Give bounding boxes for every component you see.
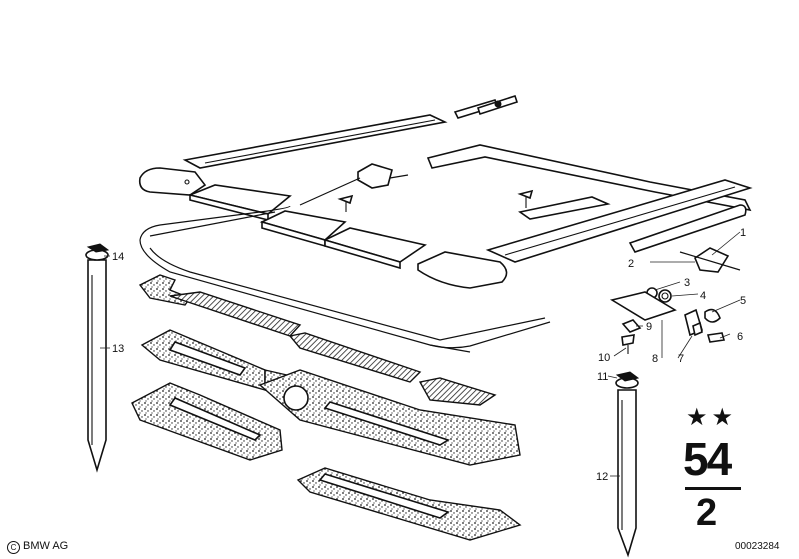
drive-cable-loop	[139, 205, 551, 353]
screw-right	[517, 189, 534, 208]
clip-7	[684, 308, 703, 337]
spring-5	[704, 308, 721, 323]
bracket-8	[609, 291, 677, 321]
lower-seal-frame-bottom	[296, 467, 522, 541]
front-slide-shoe	[138, 167, 207, 196]
callout-8: 8	[652, 353, 658, 365]
copyright-text: BMW AG	[23, 540, 69, 552]
hose-clamp-right	[615, 371, 640, 389]
seal-strip-long	[169, 291, 497, 406]
callout-14: 14	[112, 251, 124, 263]
callout-1: 1	[740, 227, 746, 239]
rear-guide-rail	[182, 114, 448, 169]
crank-drive-unit	[679, 247, 741, 273]
hose-clamp-left	[85, 243, 110, 261]
copyright-symbol: C	[7, 541, 20, 554]
callout-4: 4	[700, 290, 706, 302]
slide-block-3	[322, 227, 427, 270]
callout-2: 2	[628, 258, 634, 270]
drain-tube-right	[617, 389, 637, 558]
nut-9	[621, 319, 642, 333]
side-guide-rail-right	[485, 179, 753, 263]
callout-6: 6	[737, 331, 743, 343]
callout-9: 9	[646, 321, 652, 333]
lower-seal-frame-left-2	[131, 382, 283, 461]
drain-tube-left	[87, 259, 107, 473]
leader-lines	[100, 231, 741, 477]
ring-4	[658, 289, 672, 303]
rating-stars: ★★	[686, 404, 738, 431]
pin-6	[706, 332, 726, 343]
callout-13: 13	[112, 343, 124, 355]
callout-11: 11	[597, 371, 608, 383]
lower-seal-frame-middle	[258, 369, 521, 466]
callout-3: 3	[684, 277, 690, 289]
callout-10: 10	[598, 352, 610, 364]
cable-drive-unit	[299, 163, 409, 206]
drawing-number: 00023284	[735, 541, 780, 552]
callout-5: 5	[740, 295, 746, 307]
group-divider	[685, 487, 741, 490]
callout-12: 12	[596, 471, 608, 483]
rear-slide-shoe	[417, 251, 508, 289]
group-number: 54	[683, 433, 732, 485]
screw-middle	[337, 194, 354, 212]
screw-10	[621, 334, 635, 354]
callout-7: 7	[678, 353, 684, 365]
screw-set-top	[453, 94, 519, 119]
sub-group-number: 2	[696, 492, 718, 534]
cross-bar-right	[518, 196, 611, 220]
rear-frame-channel	[426, 144, 752, 212]
